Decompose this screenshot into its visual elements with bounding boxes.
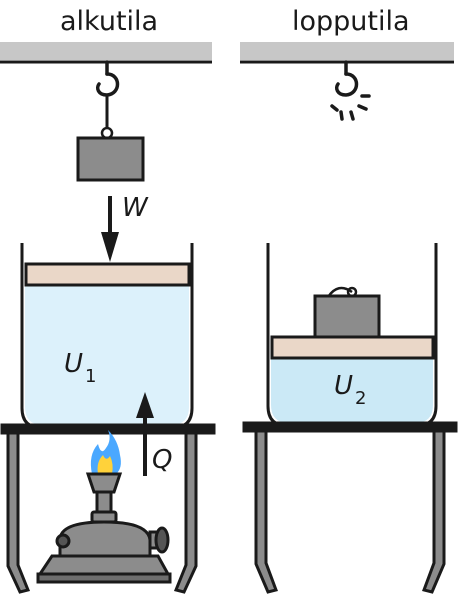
panel-final-title: lopputila <box>292 6 410 37</box>
beaker-final <box>266 243 438 428</box>
flame-icon <box>90 430 121 474</box>
ceiling-bar-left <box>0 42 212 60</box>
weight-block-hanging <box>76 95 145 182</box>
stand-table-right <box>242 421 458 594</box>
piston-lid-final <box>270 335 435 360</box>
hook-icon-right <box>330 60 371 121</box>
ceiling-bar-right <box>240 42 454 60</box>
hook-icon-left <box>95 60 120 97</box>
bunsen-burner-icon <box>36 430 172 584</box>
work-arrow <box>101 196 119 262</box>
work-label: W <box>122 193 149 223</box>
piston-lid-initial <box>24 262 191 287</box>
heat-label: Q <box>152 445 172 475</box>
weight-block-resting <box>313 286 381 339</box>
panel-initial-title: alkutila <box>60 6 158 37</box>
stand-table-left <box>0 423 216 594</box>
beaker-initial <box>20 243 194 430</box>
heat-arrow <box>136 392 154 476</box>
